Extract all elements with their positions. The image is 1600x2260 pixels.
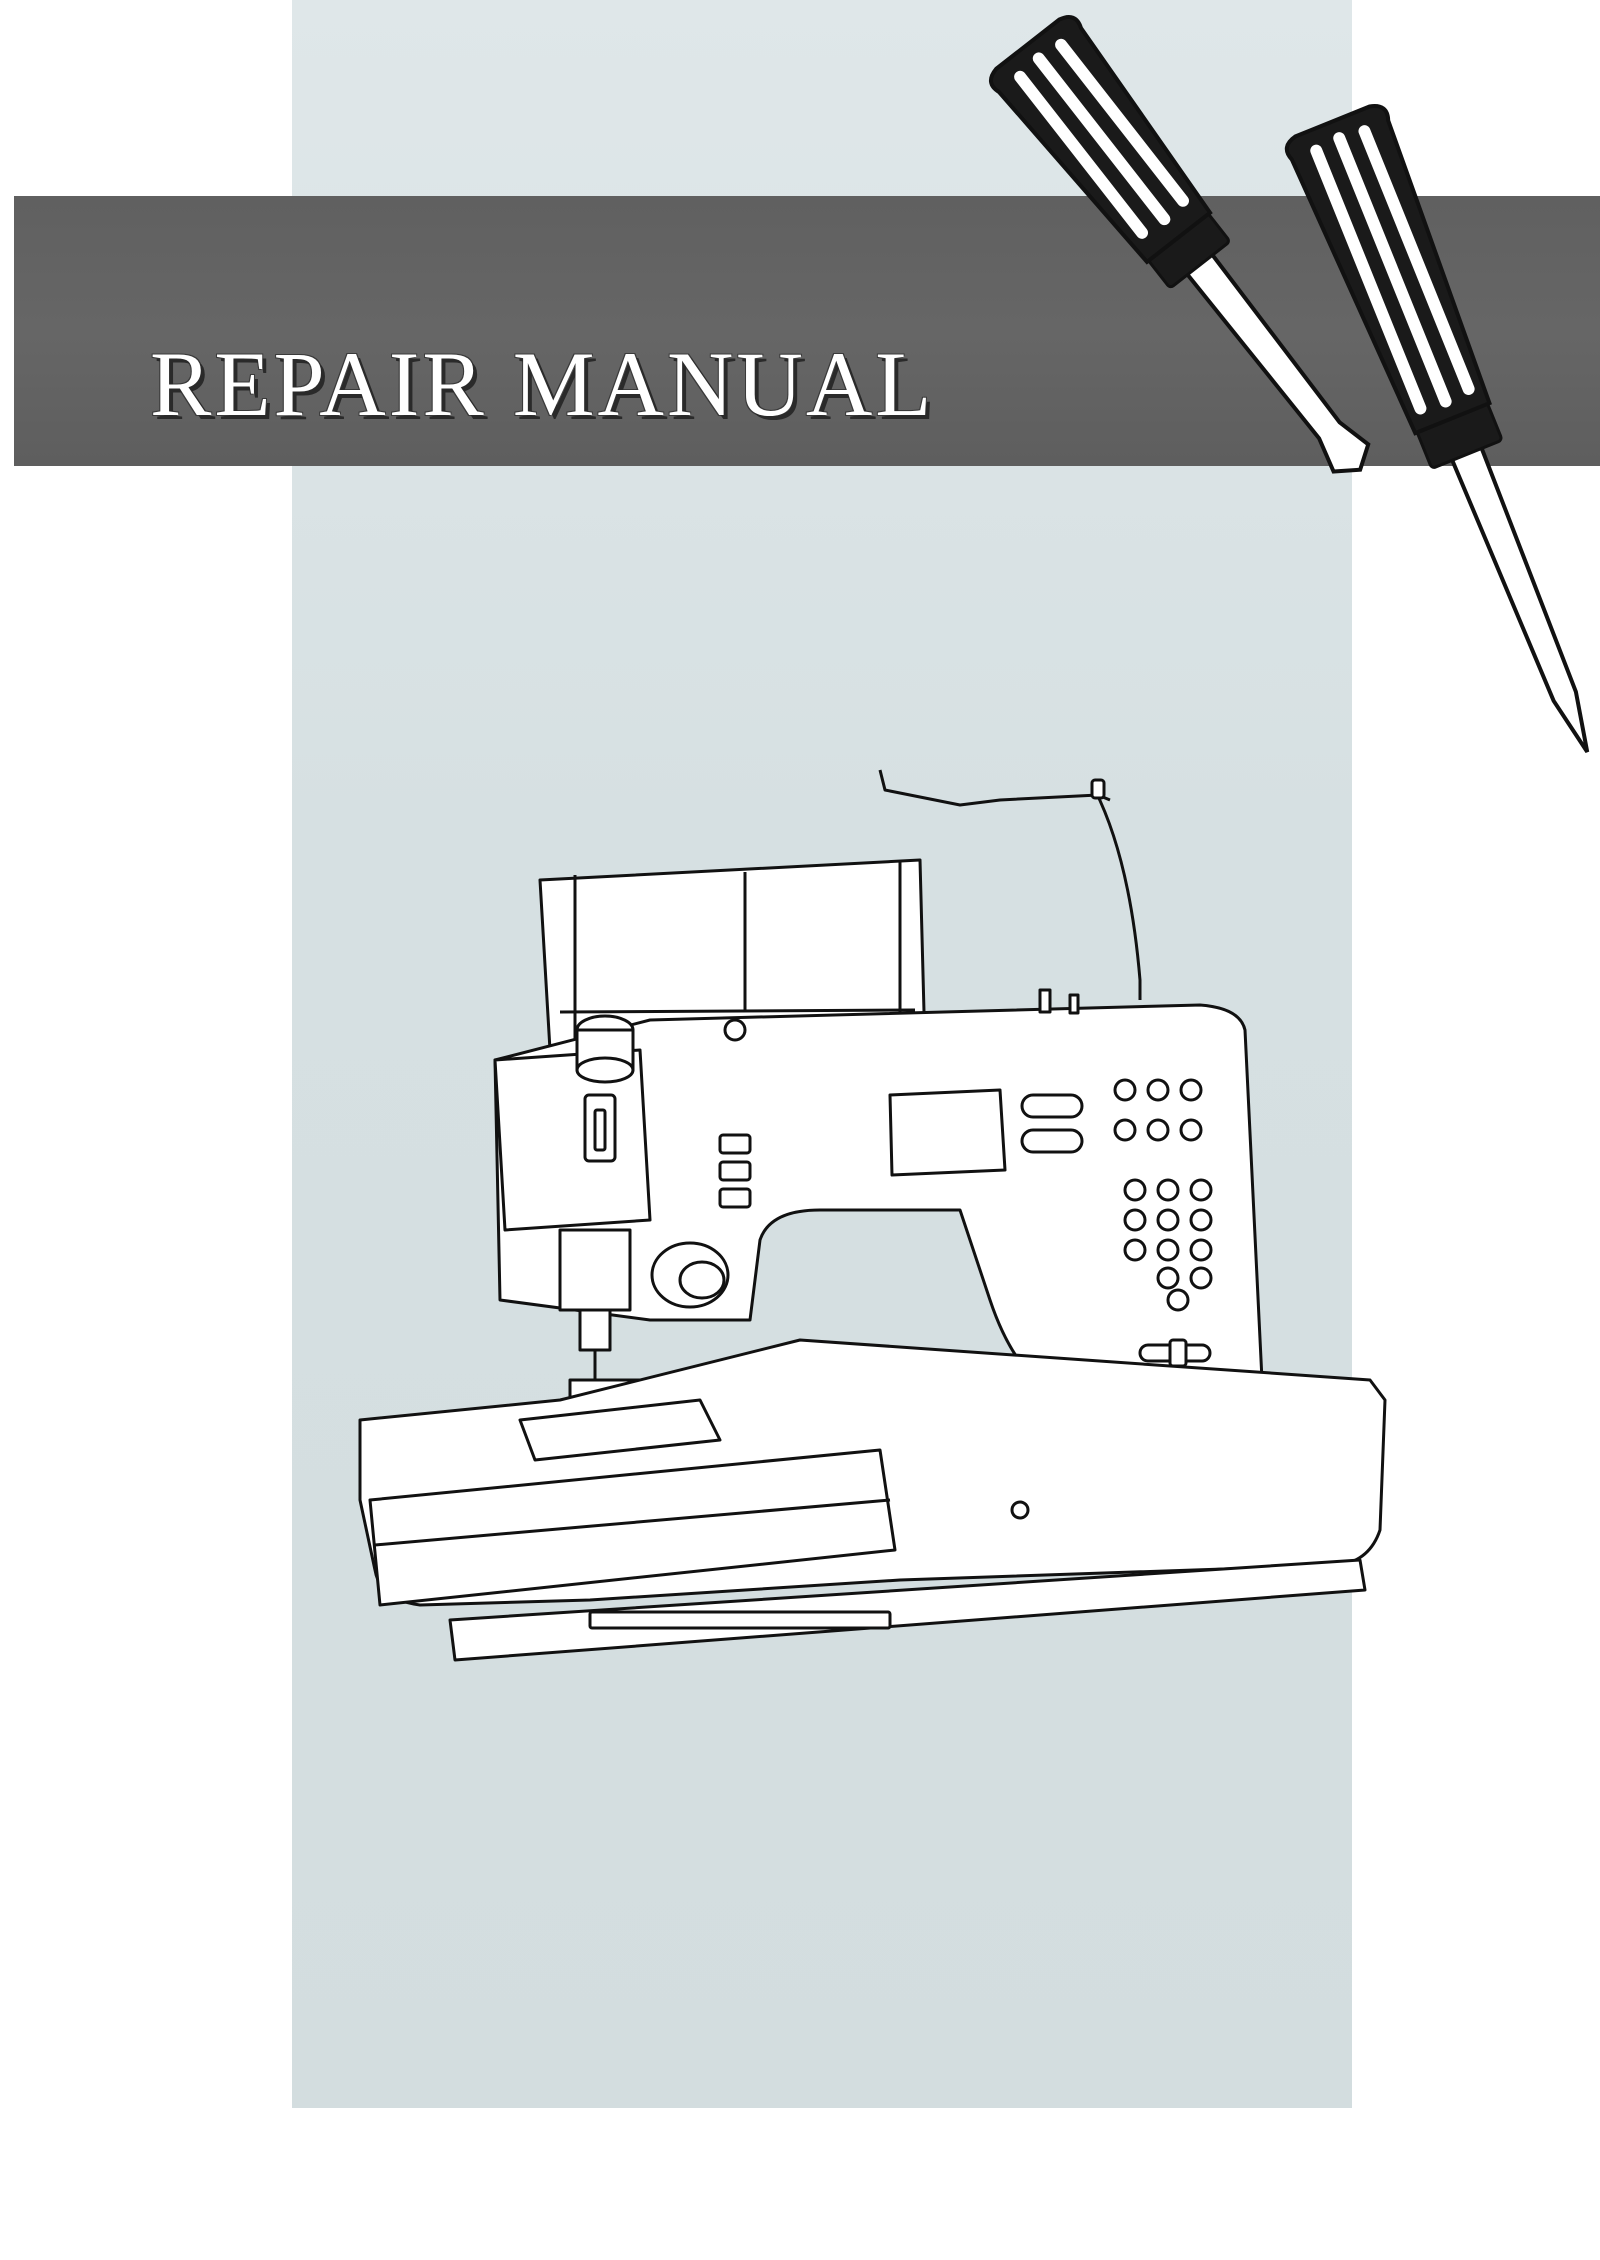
page-title: REPAIR MANUAL bbox=[150, 333, 935, 435]
screwdrivers-illustration bbox=[989, 15, 1590, 754]
screwdriver-icon bbox=[1284, 104, 1590, 754]
screwdriver-icon bbox=[989, 15, 1371, 474]
